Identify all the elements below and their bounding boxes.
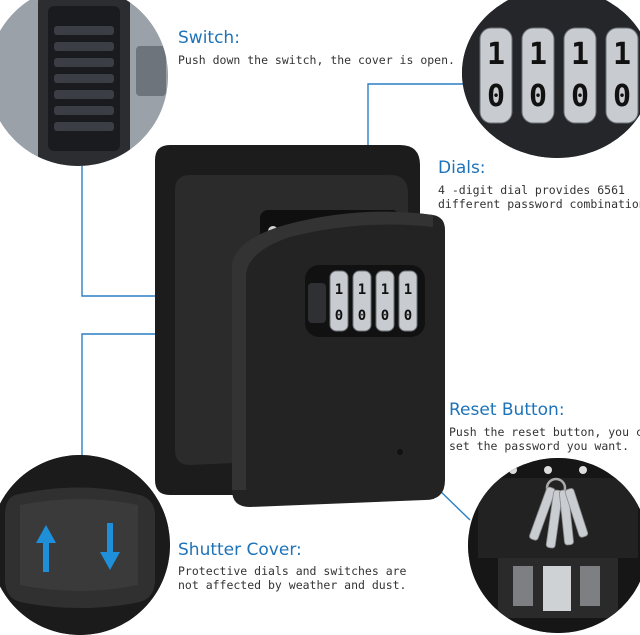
dial-digit-bottom: 0 (529, 79, 547, 114)
dial-digit-bottom: 0 (487, 79, 505, 114)
shutter-cover-title: Shutter Cover: (178, 540, 302, 560)
dial-digit-top: 1 (529, 37, 547, 72)
switch-title: Switch: (178, 28, 240, 48)
dial-digit-top: 1 (358, 282, 366, 298)
dials-description-line-1: 4 -digit dial provides 6561 (438, 183, 625, 197)
dial-digit-top: 1 (571, 37, 589, 72)
dial-digit-bottom: 0 (404, 308, 412, 324)
dial-digit-bottom: 0 (381, 308, 389, 324)
dial-wheel (605, 27, 639, 124)
dial-wheel (563, 27, 597, 124)
up-arrow-icon (36, 525, 56, 572)
dial-digit-bottom: 0 (335, 308, 343, 324)
dial-digit-top: 1 (404, 282, 412, 298)
dial-digit-top: 1 (381, 282, 389, 298)
dial-digit-bottom: 0 (613, 79, 631, 114)
dial-wheel (329, 270, 349, 332)
dial-wheel (352, 270, 372, 332)
down-arrow-icon (100, 523, 120, 570)
dials-description-line-2: different password combinations. (438, 197, 640, 211)
dial-wheel (375, 270, 395, 332)
dial-digit-bottom: 0 (358, 308, 366, 324)
dials-title: Dials: (438, 158, 486, 178)
reset-button-description-line-1: Push the reset button, you can (449, 425, 640, 439)
dial-digit-top: 1 (487, 37, 505, 72)
shutter-cover-closeup-image (0, 455, 170, 635)
dial-wheel (479, 27, 513, 124)
reset-keys-closeup-image (468, 458, 640, 633)
shutter-cover-description-line-2: not affected by weather and dust. (178, 578, 407, 592)
dial-wheel (521, 27, 555, 124)
dial-digit-bottom: 0 (571, 79, 589, 114)
reset-button-description-line-2: set the password you want. (449, 439, 630, 453)
shutter-cover-description-line-1: Protective dials and switches are (178, 564, 407, 578)
dial-digit-top: 1 (613, 37, 631, 72)
reset-button-title: Reset Button: (449, 400, 565, 420)
dial-digit-top: 1 (335, 282, 343, 298)
dial-wheel (398, 270, 418, 332)
switch-description: Push down the switch, the cover is open. (178, 53, 455, 67)
switch-closeup-image (0, 0, 168, 166)
keys-icon (529, 477, 589, 549)
